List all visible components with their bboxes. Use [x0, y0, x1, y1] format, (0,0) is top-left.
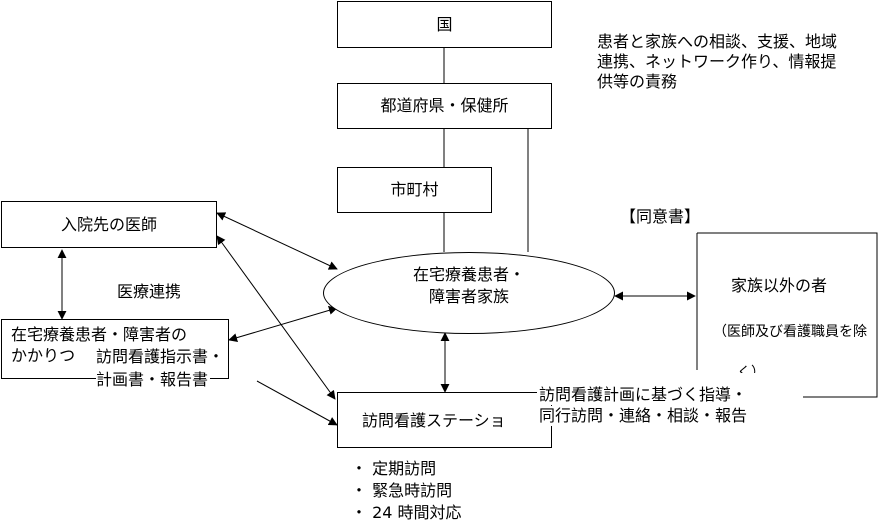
shichoson-label: 市町村 [390, 180, 439, 199]
station-label: 訪問看護ステーショ [362, 411, 506, 430]
instructions-line-1: 訪問看護指示書・ [96, 347, 227, 367]
patient-label-line-1: 在宅療養患者・ [412, 265, 525, 284]
station-box: 訪問看護ステーショ [337, 392, 552, 448]
arrow-instructions-station [256, 380, 338, 426]
medical-cooperation-label: 医療連携 [117, 282, 182, 301]
family-other-right-bracket [697, 232, 878, 398]
responsibility-line-1: 患者と家族への相談、支援、地域 [597, 32, 838, 51]
home-doctor-line-2: かかりつ [11, 346, 76, 365]
instructions-line-2: 計画書・報告書 [96, 370, 211, 390]
doctor-box: 入院先の医師 [1, 201, 217, 248]
todofuken-box: 都道府県・保健所 [337, 83, 552, 129]
arrow-homedoctor-patient [228, 305, 338, 343]
service-item-emergency: ・ 緊急時訪問 [351, 481, 453, 500]
kuni-label: 国 [436, 15, 453, 34]
family-other-label: 家族以外の者 [731, 276, 828, 295]
patient-ellipse: 在宅療養患者・ 障害者家族 [323, 252, 615, 334]
family-other-note-2: く） [737, 365, 765, 373]
service-item-regular: ・ 定期訪問 [351, 459, 437, 478]
arrow-doctor-station [216, 235, 336, 400]
kuni-box: 国 [337, 1, 552, 48]
doctor-label: 入院先の医師 [60, 215, 157, 234]
guidance-line-1: 訪問看護計画に基づく指導・ [537, 385, 750, 405]
service-item-24h: ・ 24 時間対応 [351, 503, 462, 522]
patient-label-line-2: 障害者家族 [428, 287, 509, 306]
consent-label: 【同意書】 [620, 207, 701, 226]
responsibility-line-3: 供等の責務 [597, 72, 678, 91]
todofuken-label: 都道府県・保健所 [380, 96, 509, 115]
responsibility-line-2: 連携、ネットワーク作り、情報提 [597, 52, 837, 71]
guidance-line-2: 同行訪問・連絡・相談・報告 [537, 406, 750, 426]
home-doctor-line-1: 在宅療養患者・障害者の [11, 325, 188, 344]
family-other-note: （医師及び看護職員を除 [713, 324, 867, 340]
shichoson-box: 市町村 [337, 167, 492, 213]
